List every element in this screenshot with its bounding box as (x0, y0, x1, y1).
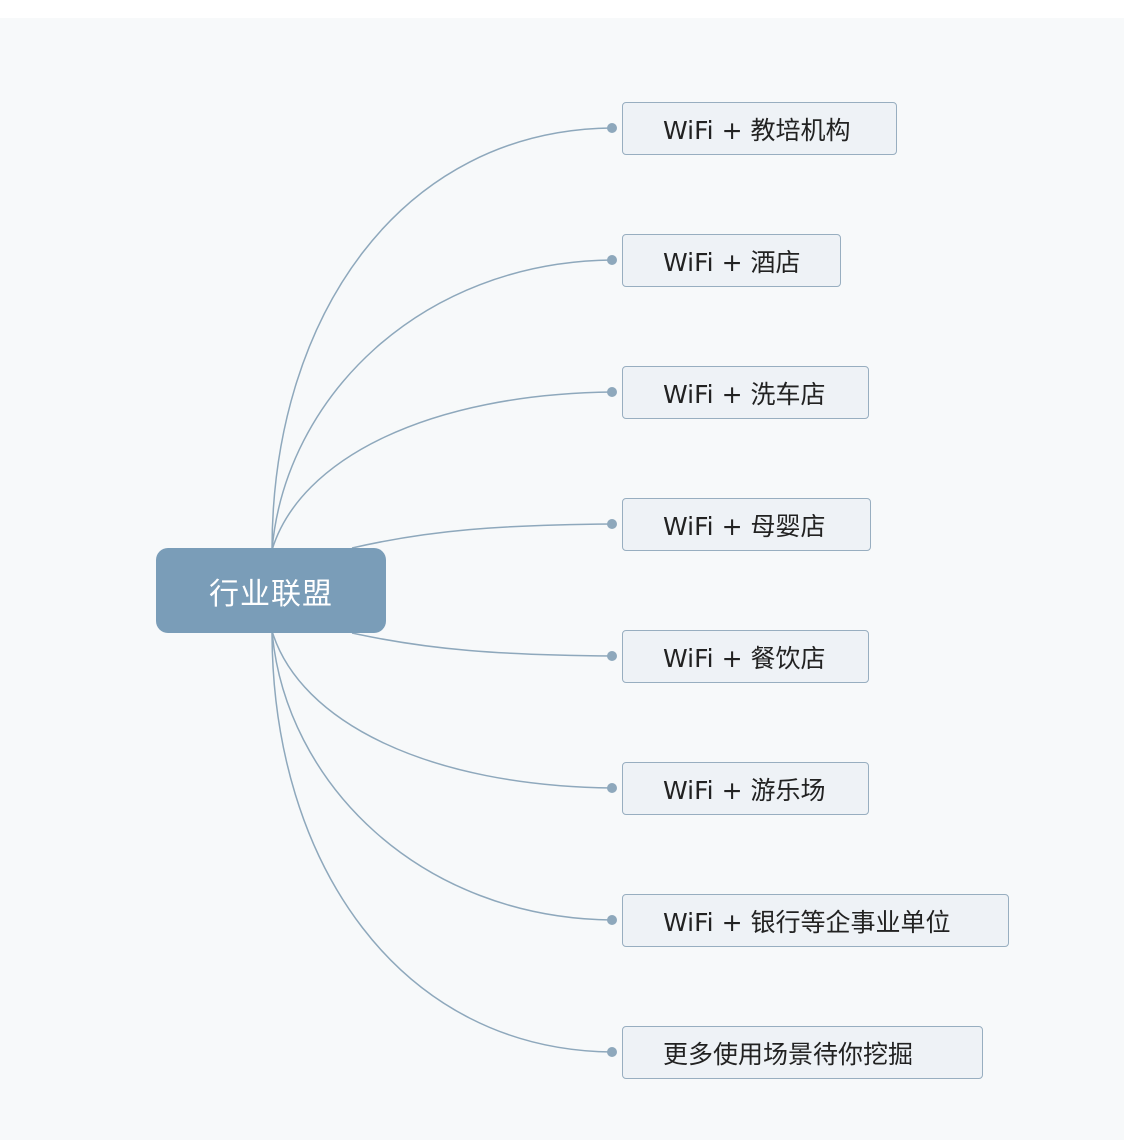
branch-node-label: WiFi + 母婴店 (663, 511, 826, 541)
connector-line-4 (351, 523, 613, 549)
branch-node-label: 更多使用场景待你挖掘 (663, 1039, 914, 1069)
connector-dot-6 (607, 783, 617, 793)
connector-line-6 (271, 630, 613, 789)
branch-node-bank-enterprise[interactable]: WiFi + 银行等企事业单位 (622, 894, 1009, 947)
connector-line-1 (271, 127, 613, 551)
connector-layer (271, 123, 617, 1057)
connector-dot-7 (607, 915, 617, 925)
branch-node-car-wash[interactable]: WiFi + 洗车店 (622, 366, 869, 419)
branch-node-restaurant[interactable]: WiFi + 餐饮店 (622, 630, 869, 683)
connector-line-2 (271, 259, 613, 551)
root-node-label: 行业联盟 (209, 576, 333, 612)
connector-dot-5 (607, 651, 617, 661)
branch-node-label: WiFi + 游乐场 (663, 775, 826, 805)
connector-line-3 (271, 391, 613, 551)
mindmap-canvas: 行业联盟 WiFi + 教培机构 WiFi + 酒店 WiFi + 洗车店 Wi… (0, 18, 1124, 1140)
branch-node-label: WiFi + 教培机构 (663, 115, 851, 145)
branch-node-label: WiFi + 洗车店 (663, 379, 826, 409)
connector-dot-4 (607, 519, 617, 529)
connector-dot-3 (607, 387, 617, 397)
branch-node-education[interactable]: WiFi + 教培机构 (622, 102, 897, 155)
connector-line-7 (271, 630, 613, 921)
connector-line-8 (271, 630, 613, 1053)
root-node[interactable]: 行业联盟 (156, 548, 386, 633)
connector-line-5 (351, 632, 613, 657)
connector-dot-2 (607, 255, 617, 265)
branch-node-label: WiFi + 银行等企事业单位 (663, 907, 951, 937)
branch-node-label: WiFi + 酒店 (663, 247, 801, 277)
branch-node-hotel[interactable]: WiFi + 酒店 (622, 234, 841, 287)
connector-dot-8 (607, 1047, 617, 1057)
connector-dot-1 (607, 123, 617, 133)
branch-node-amusement-park[interactable]: WiFi + 游乐场 (622, 762, 869, 815)
branch-node-label: WiFi + 餐饮店 (663, 643, 826, 673)
branch-node-maternity-store[interactable]: WiFi + 母婴店 (622, 498, 871, 551)
branch-node-more-scenarios[interactable]: 更多使用场景待你挖掘 (622, 1026, 983, 1079)
